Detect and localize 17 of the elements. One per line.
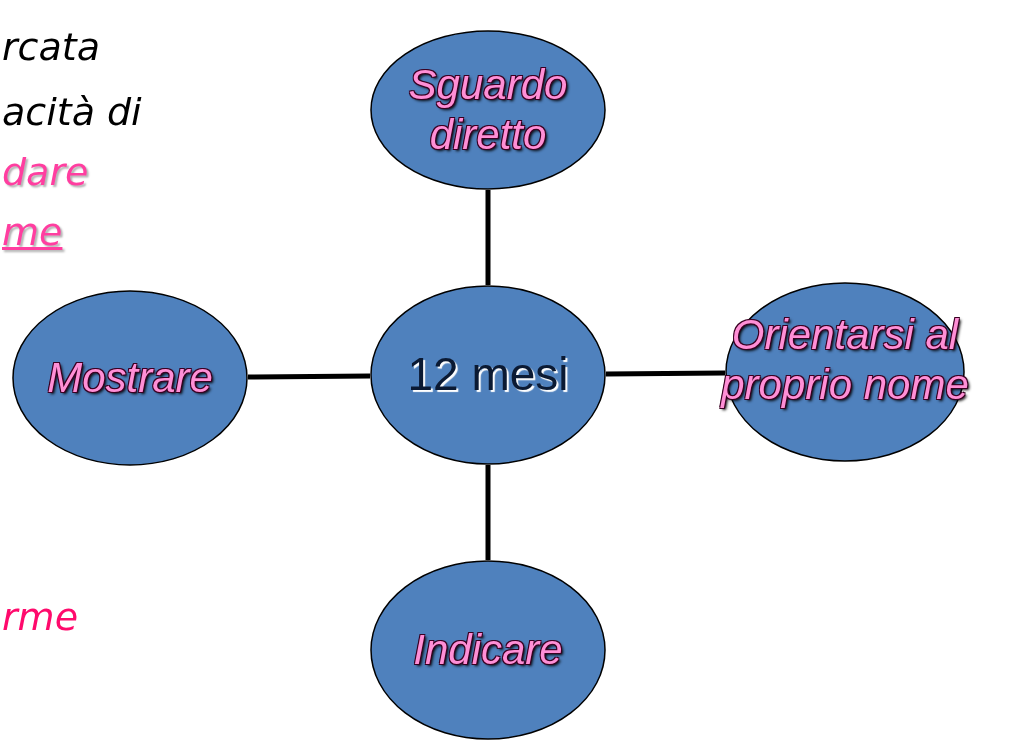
connector-line	[485, 465, 491, 560]
text-fragment: rme	[2, 595, 79, 639]
connector-line	[605, 370, 726, 377]
connector-line	[247, 373, 371, 380]
ellipse-node	[368, 30, 608, 190]
text-fragment: dare	[2, 150, 89, 194]
ellipse-node	[10, 290, 250, 466]
ellipse-node	[368, 560, 608, 740]
text-fragment: me	[2, 210, 63, 254]
text-fragment: acità di	[2, 90, 142, 134]
node-label: Sguardo diretto	[407, 59, 569, 160]
node-label: Indicare	[412, 624, 564, 675]
node-label: 12 mesi	[406, 347, 570, 403]
connector-line	[485, 190, 491, 285]
ellipse-node	[368, 285, 608, 465]
node-label: Mostrare	[46, 352, 214, 403]
text-fragment: rcata	[2, 25, 100, 69]
